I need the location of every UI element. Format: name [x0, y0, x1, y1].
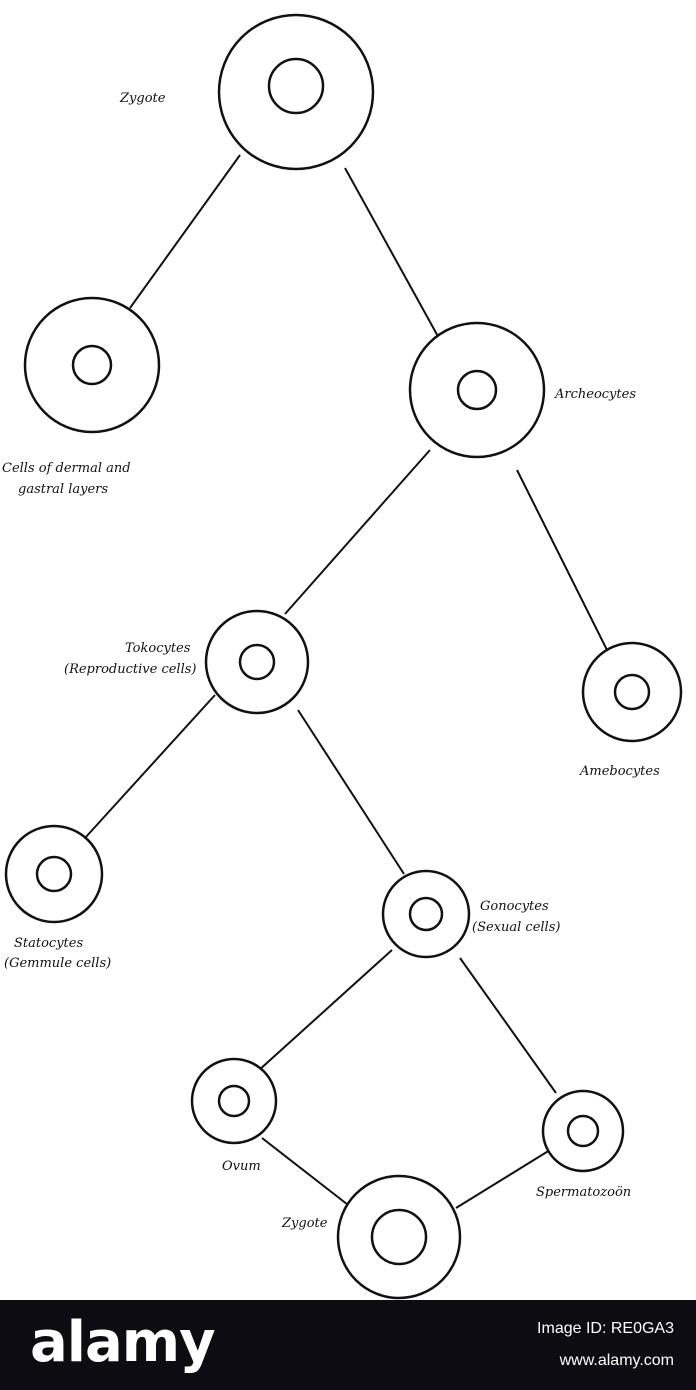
edge-archeocytes-amebocytes	[516, 469, 613, 661]
cell-lineage-diagram: Zygote Cells of dermal and gastral layer…	[2, 13, 683, 1300]
watermark-footer: alamy Image ID: RE0GA3 www.alamy.com	[0, 1300, 696, 1390]
label-statocytes-line1: Statocytes	[14, 936, 83, 951]
label-tokocytes-line1: Tokocytes	[125, 641, 191, 656]
cell-amebocytes	[581, 641, 683, 743]
cell-dermal-gastral	[23, 296, 161, 434]
label-tokocytes-line2: (Reproductive cells)	[64, 662, 196, 677]
label-ovum: Ovum	[222, 1159, 261, 1174]
label-gonocytes-line1: Gonocytes	[480, 899, 549, 914]
edge-gonocytes-spermatozoon	[459, 957, 557, 1094]
edge-zygote-dermal	[129, 154, 241, 309]
label-gonocytes-line2: (Sexual cells)	[472, 920, 560, 935]
label-zygote-bottom: Zygote	[281, 1216, 328, 1231]
cell-statocytes	[4, 824, 104, 924]
label-statocytes-line2: (Gemmule cells)	[4, 956, 111, 971]
label-dermal-line2: gastral layers	[18, 482, 108, 497]
alamy-logo: alamy	[30, 1310, 216, 1375]
edge-spermatozoon-zygote	[455, 1149, 551, 1209]
label-spermatozoon: Spermatozoön	[536, 1185, 631, 1200]
cell-archeocytes	[408, 321, 546, 459]
label-archeocytes: Archeocytes	[554, 387, 636, 402]
edge-ovum-zygote	[261, 1137, 353, 1209]
edge-archeocytes-tokocytes	[284, 449, 431, 615]
cell-spermatozoon	[541, 1089, 625, 1173]
cell-zygote-bottom	[336, 1174, 462, 1300]
label-amebocytes: Amebocytes	[579, 764, 660, 779]
edge-tokocytes-statocytes	[84, 694, 216, 839]
edge-zygote-archeocytes	[344, 167, 441, 341]
image-id-text: Image ID: RE0GA3	[537, 1320, 674, 1337]
label-dermal-line1: Cells of dermal and	[2, 461, 131, 476]
cell-ovum	[190, 1057, 278, 1145]
label-zygote-top: Zygote	[119, 91, 166, 106]
site-url-text: www.alamy.com	[559, 1352, 674, 1369]
cell-gonocytes	[381, 869, 471, 959]
edge-gonocytes-ovum	[257, 949, 393, 1072]
cell-tokocytes	[204, 609, 310, 715]
edge-tokocytes-gonocytes	[297, 709, 405, 875]
cell-zygote-top	[217, 13, 375, 171]
